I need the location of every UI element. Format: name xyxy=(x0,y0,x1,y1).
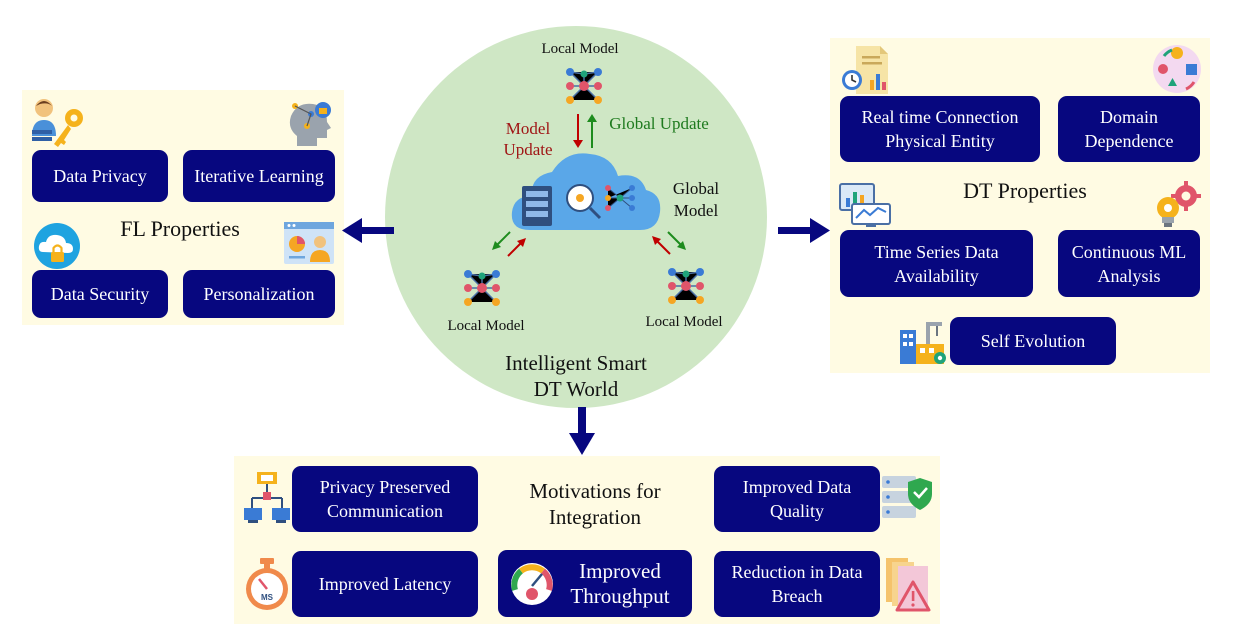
local-model-top-label: Local Model xyxy=(541,41,619,57)
fl-item-iterative-learning: Iterative Learning xyxy=(183,150,335,202)
local-model-left-network-icon xyxy=(460,266,504,310)
intelligent-smart-dt-world-title: Intelligent Smart DT World xyxy=(505,351,647,401)
svg-text:MS: MS xyxy=(261,593,274,602)
arrow-to-motivations xyxy=(569,407,595,455)
cloud-server-icon xyxy=(508,146,664,238)
arrow-to-dt xyxy=(778,218,830,243)
gear-bulb-icon xyxy=(1148,180,1202,232)
local-model-top-network-icon xyxy=(562,64,606,108)
stopwatch-ms-icon: MS xyxy=(242,556,292,612)
model-update-label: Model Update xyxy=(503,119,553,159)
local-model-left-label: Local Model xyxy=(447,318,525,334)
personalization-profile-icon xyxy=(282,220,336,266)
update-arrows-left xyxy=(492,231,526,257)
gauge-speedometer-icon xyxy=(508,560,556,606)
domain-shapes-icon xyxy=(1150,42,1204,96)
user-key-icon xyxy=(30,96,86,150)
local-model-right-network-icon xyxy=(664,264,708,308)
update-arrows-right xyxy=(652,231,686,255)
network-lock-icon xyxy=(242,470,292,526)
fl-item-data-security: Data Security xyxy=(32,270,168,318)
fl-item-personalization: Personalization xyxy=(183,270,335,318)
arrow-to-fl xyxy=(342,218,394,243)
ai-head-icon xyxy=(283,98,337,150)
monitor-chart-icon xyxy=(838,182,892,228)
fl-item-data-privacy: Data Privacy xyxy=(32,150,168,202)
dt-item-domain-dependence: Domain Dependence xyxy=(1058,96,1200,162)
motivation-improved-data-quality: Improved Data Quality xyxy=(714,466,880,532)
server-shield-icon xyxy=(880,472,934,522)
dt-item-continuous-ml: Continuous ML Analysis xyxy=(1058,230,1200,297)
factory-building-icon xyxy=(896,316,950,366)
dt-item-real-time-connection: Real time Connection Physical Entity xyxy=(840,96,1040,162)
dt-item-self-evolution: Self Evolution xyxy=(950,317,1116,365)
fl-properties-title: FL Properties xyxy=(120,216,240,241)
dt-properties-title: DT Properties xyxy=(963,178,1087,203)
global-update-label: Global Update xyxy=(609,114,709,133)
dt-item-time-series: Time Series Data Availability xyxy=(840,230,1033,297)
report-clock-icon xyxy=(840,44,896,96)
cloud-lock-icon xyxy=(30,222,84,270)
motivation-privacy-preserved: Privacy Preserved Communication xyxy=(292,466,478,532)
local-model-right-label: Local Model xyxy=(645,314,723,330)
global-model-label: Global Model xyxy=(672,179,720,220)
update-arrows-top xyxy=(573,114,597,148)
folder-warning-icon xyxy=(882,556,934,612)
motivation-reduction-data-breach: Reduction in Data Breach xyxy=(714,551,880,617)
motivations-title: Motivations for Integration xyxy=(529,479,661,529)
motivation-improved-latency: Improved Latency xyxy=(292,551,478,617)
